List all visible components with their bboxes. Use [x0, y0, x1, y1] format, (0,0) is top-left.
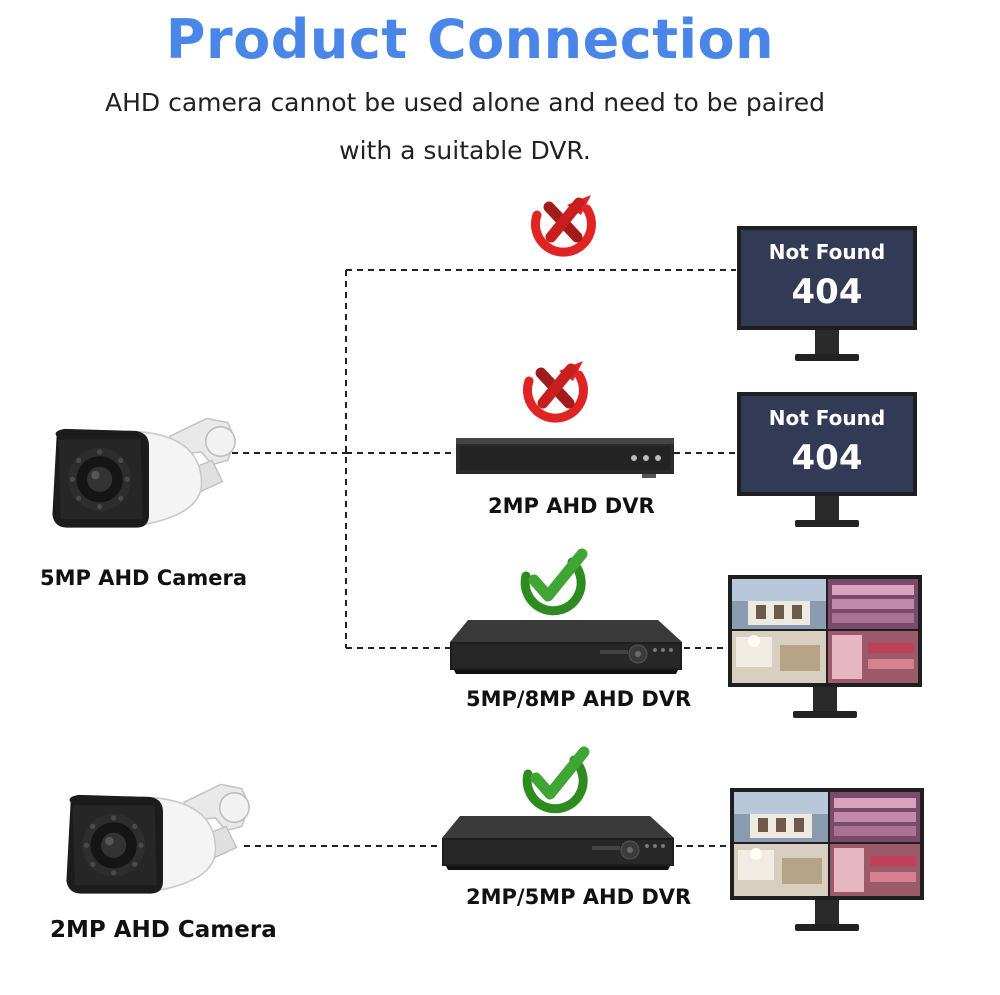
- monitor-icon: [728, 575, 922, 718]
- camera-label-5mp: 5MP AHD Camera: [40, 566, 248, 590]
- dvr-icon: [441, 815, 675, 871]
- check-icon: [525, 554, 582, 611]
- monitor-2-text-line1: Not Found: [768, 406, 886, 430]
- monitor-2-text-line2: 404: [791, 438, 863, 478]
- cross-icon: [527, 361, 583, 418]
- subtitle-line-1: AHD camera cannot be used alone and need…: [105, 88, 825, 117]
- monitor-icon: [730, 788, 924, 931]
- subtitle-line-2: with a suitable DVR.: [339, 136, 591, 165]
- dvr-label-2mp: 2MP AHD DVR: [488, 494, 655, 518]
- dvr-icon: [456, 438, 674, 478]
- cross-icon: [535, 195, 591, 252]
- camera-label-2mp: 2MP AHD Camera: [50, 917, 277, 943]
- camera-icon: [51, 417, 236, 529]
- camera-icon: [65, 783, 250, 895]
- monitor-1-text-line2: 404: [791, 272, 863, 312]
- page-title: Product Connection: [165, 8, 775, 71]
- monitor-1-text-line1: Not Found: [768, 240, 886, 264]
- dvr-icon: [449, 619, 683, 675]
- dvr-label-5mp-8mp: 5MP/8MP AHD DVR: [466, 687, 692, 711]
- connection-lines: [232, 269, 736, 847]
- dvr-label-2mp-5mp: 2MP/5MP AHD DVR: [466, 885, 692, 909]
- check-icon: [527, 752, 584, 809]
